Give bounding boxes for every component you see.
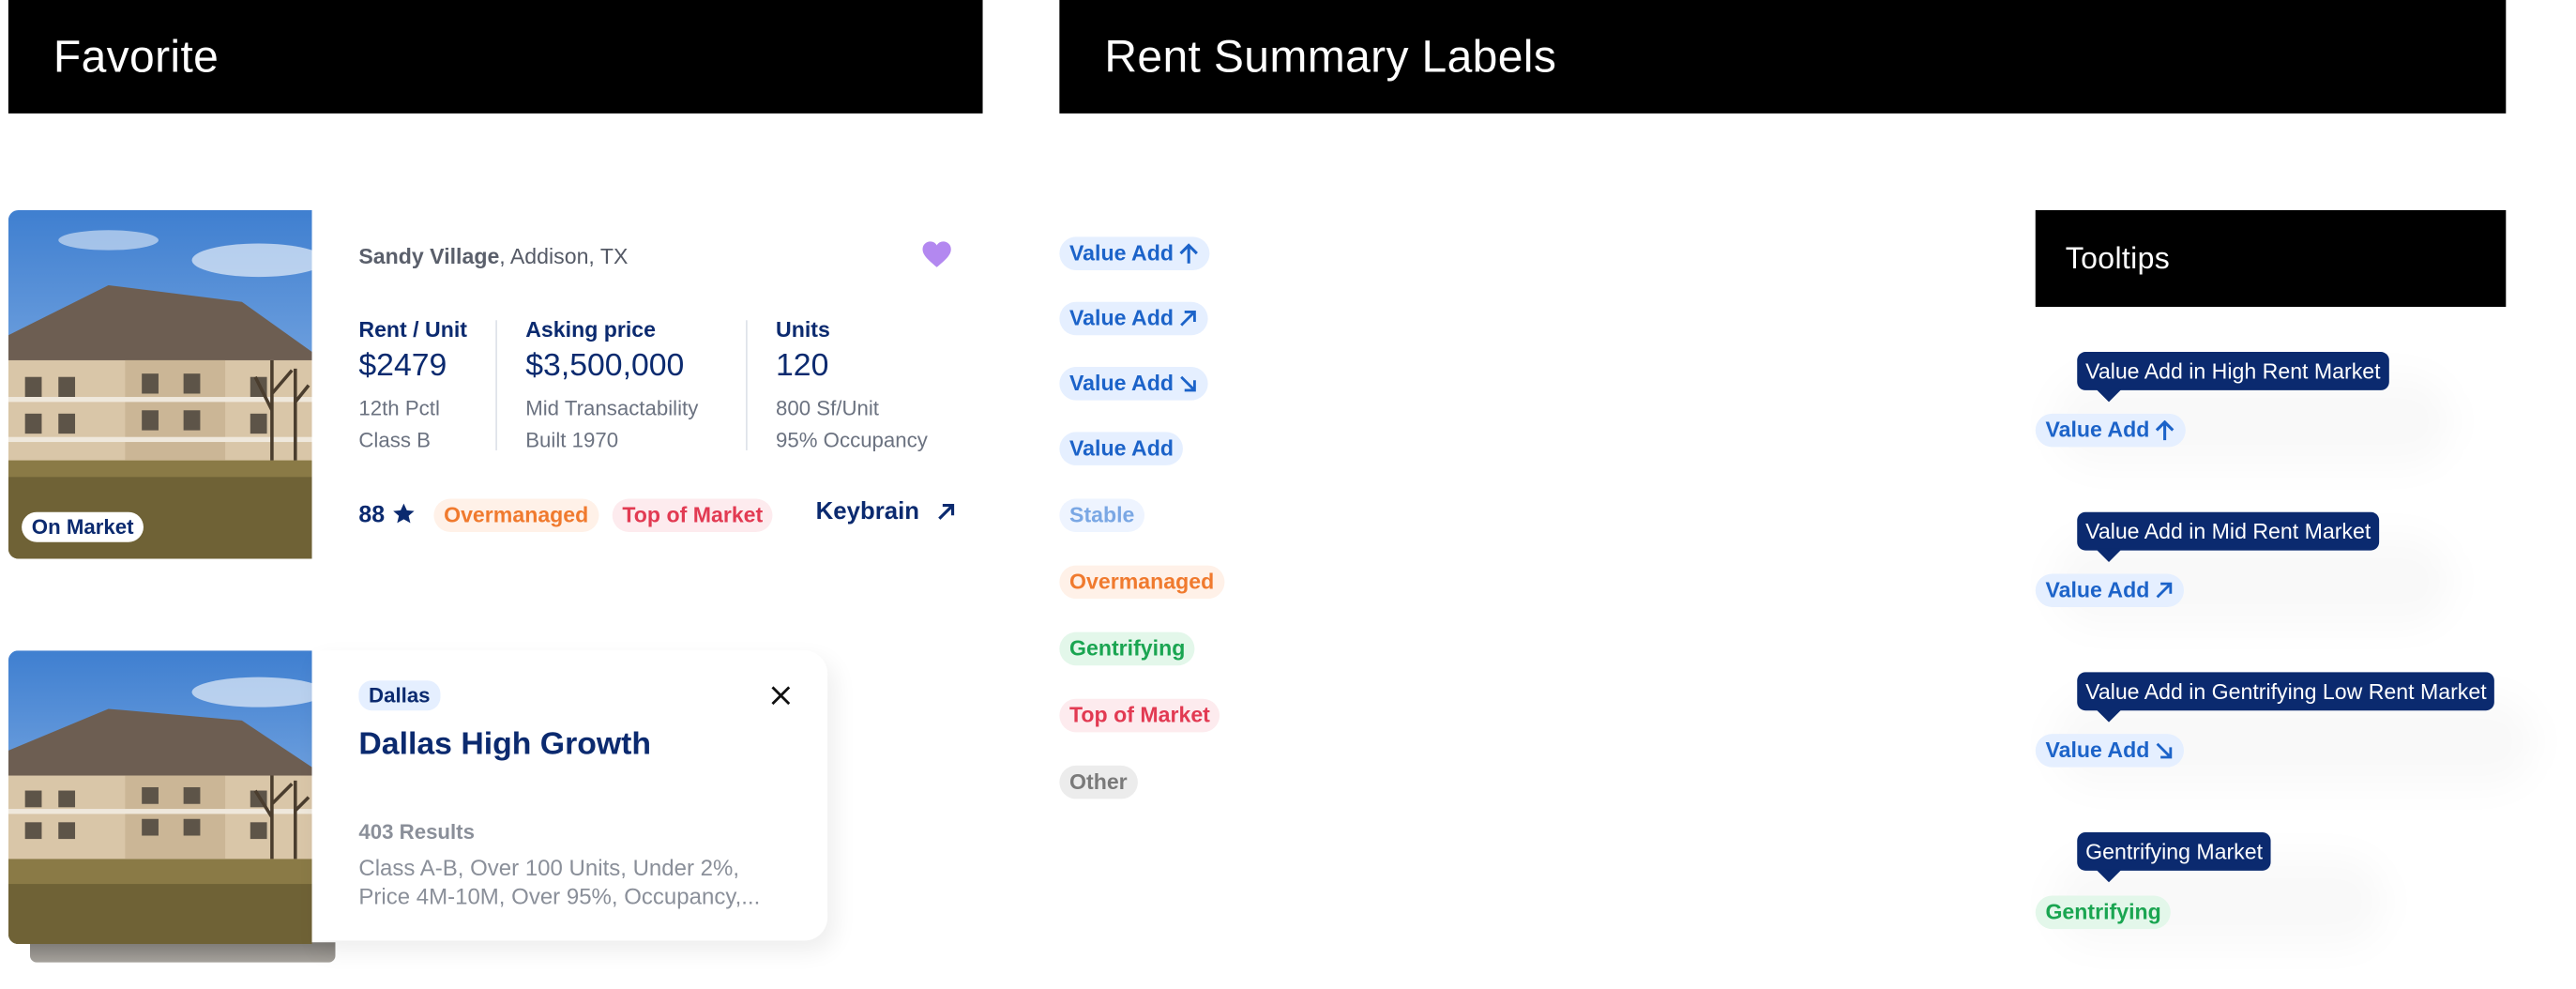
arrow-up-right-icon [2157, 582, 2173, 599]
score-value: 88 [358, 500, 386, 527]
property-photo[interactable] [8, 209, 312, 559]
tooltip-value-add-low[interactable]: Value Add [2035, 734, 2185, 768]
label-text: Value Add [2045, 417, 2150, 443]
search-title[interactable]: Dallas High Growth [358, 726, 652, 763]
divider [495, 320, 497, 450]
stat-label: Rent / Unit [358, 316, 467, 342]
arrow-up-icon [1180, 242, 1199, 263]
stable-label: Stable [1059, 498, 1145, 533]
tooltip: Value Add in Mid Rent Market [2077, 511, 2380, 563]
stat-sub-line: Built 1970 [525, 428, 619, 452]
tooltip-gentrifying[interactable]: Gentrifying [2035, 895, 2172, 930]
favorite-header: Favorite [8, 0, 983, 114]
value-add-label: Value Add [1059, 432, 1184, 465]
stat-label: Asking price [525, 316, 657, 342]
property-title: Sandy Village [358, 243, 500, 269]
keybrain-label: Keybrain [815, 498, 920, 525]
label-text: Value Add [2045, 737, 2150, 763]
card-stack-edge [30, 942, 336, 963]
value-add-mid-label: Value Add [1059, 301, 1209, 336]
stat-sub: 12th Pctl Class B [358, 393, 467, 457]
search-criteria: Class A-B, Over 100 Units, Under 2%, Pri… [358, 855, 761, 909]
stat-sub: Mid Transactability Built 1970 [525, 393, 698, 457]
favorite-title: Favorite [53, 30, 220, 82]
tooltip: Gentrifying Market [2077, 831, 2271, 883]
stat-sub-line: 95% Occupancy [776, 428, 928, 452]
stat-sub-line: 12th Pctl [358, 397, 440, 420]
stat-sub-line: Mid Transactability [525, 397, 699, 420]
stat-sub-line: 800 Sf/Unit [776, 397, 879, 420]
tooltips-title: Tooltips [2065, 240, 2171, 275]
label-text: Value Add [2045, 577, 2150, 602]
stat-sub: 800 Sf/Unit 95% Occupancy [776, 393, 928, 457]
label-text: Value Add [1069, 305, 1174, 330]
arrow-up-right-icon [1180, 310, 1197, 327]
divider [745, 320, 748, 450]
stat-label: Units [776, 316, 830, 342]
label-text: Value Add [1069, 370, 1174, 396]
stat-value: $3,500,000 [525, 348, 685, 384]
gentrifying-label: Gentrifying [1059, 631, 1196, 666]
tooltip: Value Add in High Rent Market [2077, 352, 2389, 403]
search-results-count: 403 Results [358, 820, 475, 844]
top-of-market-label: Top of Market [1059, 698, 1220, 733]
other-label: Other [1059, 765, 1138, 799]
overmanaged-tag: Overmanaged [433, 498, 599, 533]
search-photo[interactable] [8, 650, 312, 945]
tooltip-value-add-mid[interactable]: Value Add [2035, 573, 2185, 608]
rent-summary-title: Rent Summary Labels [1104, 30, 1557, 82]
property-name[interactable]: Sandy Village, Addison, TX [358, 244, 628, 269]
top-of-market-tag: Top of Market [612, 498, 773, 533]
value-add-low-label: Value Add [1059, 367, 1209, 401]
arrow-down-right-icon [1180, 375, 1197, 392]
rent-per-unit-stat: Rent / Unit $2479 12th Pctl Class B [358, 317, 467, 457]
star-icon [392, 503, 414, 524]
overmanaged-label: Overmanaged [1059, 565, 1224, 600]
keybrain-link[interactable]: Keybrain [816, 498, 957, 525]
units-stat: Units 120 800 Sf/Unit 95% Occupancy [776, 317, 928, 457]
tooltip: Value Add in Gentrifying Low Rent Market [2077, 672, 2495, 723]
heart-icon[interactable] [921, 240, 953, 268]
close-icon[interactable] [769, 684, 793, 708]
stat-sub-line: Class B [358, 428, 431, 452]
search-location-tag: Dallas [358, 680, 441, 711]
tooltip-value-add-high[interactable]: Value Add [2035, 413, 2187, 448]
on-market-badge: On Market [22, 511, 144, 542]
value-add-high-label: Value Add [1059, 236, 1211, 270]
arrow-down-right-icon [2157, 742, 2173, 759]
stat-value: 120 [776, 348, 829, 384]
tooltips-header: Tooltips [2035, 209, 2507, 308]
stat-value: $2479 [358, 348, 447, 384]
rent-summary-header: Rent Summary Labels [1059, 0, 2507, 114]
external-link-icon [938, 503, 955, 520]
property-location: , Addison, TX [499, 243, 629, 269]
score: 88 [358, 500, 415, 527]
label-text: Value Add [1069, 239, 1174, 266]
arrow-up-icon [2156, 419, 2175, 440]
asking-price-stat: Asking price $3,500,000 Mid Transactabil… [525, 317, 698, 457]
